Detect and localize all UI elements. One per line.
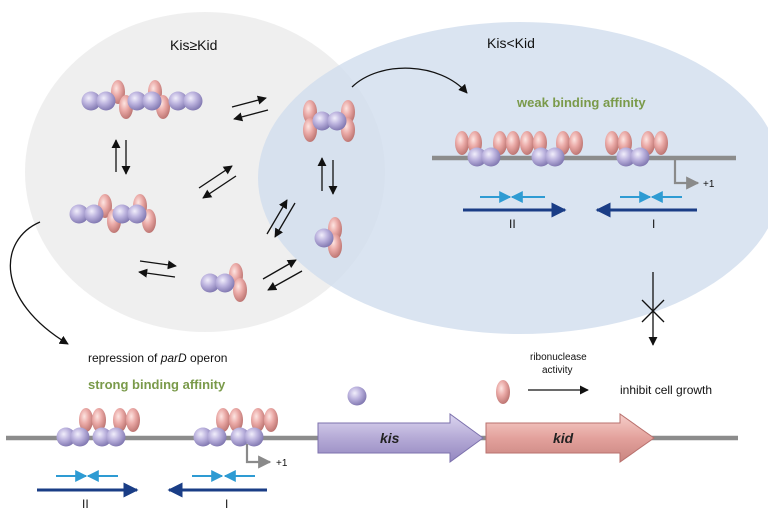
upper-tss-label: +1 <box>703 179 715 190</box>
ribonuclease-label-line2: activity <box>542 365 573 376</box>
to-repression-arrow <box>9 221 69 345</box>
repression-prefix: repression of <box>88 351 161 365</box>
left-region-label: Kis≥Kid <box>170 37 217 53</box>
free-kid-monomer <box>496 380 510 404</box>
free-kis-monomer <box>347 386 367 406</box>
right-region <box>258 22 768 334</box>
lower-dna-operon: +1 II I kis kid <box>6 408 738 511</box>
upper-site-i-label: I <box>652 217 655 231</box>
upper-dna-operator: +1 II I <box>432 131 736 231</box>
inhibit-growth-label: inhibit cell growth <box>620 383 712 397</box>
upper-site-ii-label: II <box>509 217 516 231</box>
kis-gene-label: kis <box>380 430 400 446</box>
weak-binding-label: weak binding affinity <box>516 95 646 110</box>
lower-bound-complex-2 <box>193 408 278 447</box>
repression-operon-name: parD <box>160 351 187 365</box>
right-region-label: Kis<Kid <box>487 35 535 51</box>
lower-site-i-label: I <box>225 497 228 511</box>
lower-tss-arrow <box>245 444 272 469</box>
kis-gene-arrow <box>317 413 484 463</box>
kid-gene-label: kid <box>553 430 574 446</box>
to-weak-binding-arrow <box>351 67 468 94</box>
ribonuclease-label-line1: ribonuclease <box>530 352 587 363</box>
equilibrium-arrows <box>111 95 338 291</box>
repression-suffix: operon <box>187 351 228 365</box>
lower-bound-complex-1 <box>56 408 140 447</box>
repression-label: repression of parD operon <box>88 351 227 365</box>
lower-site-ii-label: II <box>82 497 89 511</box>
blocked-arrow <box>641 272 665 346</box>
kid-gene-arrow <box>485 413 655 463</box>
strong-binding-label: strong binding affinity <box>88 377 226 392</box>
upper-tss-arrow <box>673 160 700 190</box>
lower-tss-label: +1 <box>276 458 288 469</box>
